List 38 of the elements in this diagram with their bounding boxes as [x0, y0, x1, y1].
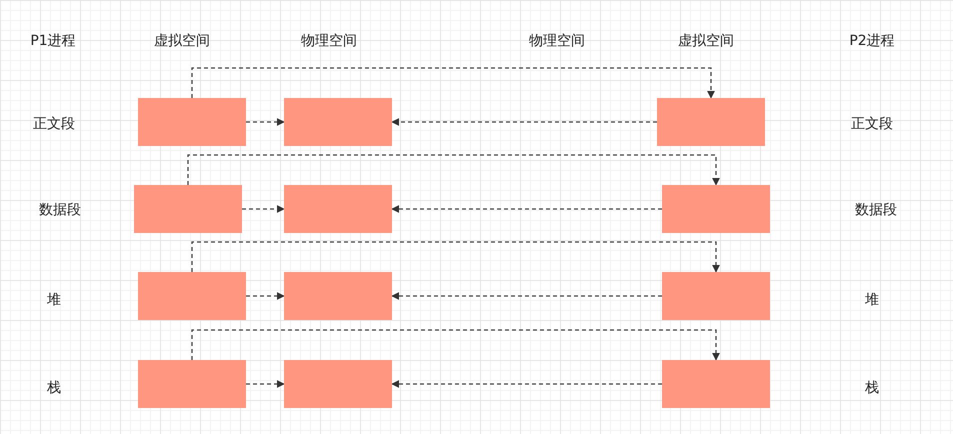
column-header: 虚拟空间 — [678, 32, 734, 50]
dashed-arrow — [191, 241, 720, 273]
row-label: 正文段 — [851, 115, 893, 133]
process-label: P1进程 — [30, 32, 76, 50]
dashed-arrow — [191, 67, 715, 99]
row-label: 数据段 — [39, 201, 81, 219]
memory-block — [138, 98, 246, 146]
dashed-arrow — [246, 292, 285, 300]
column-header: 虚拟空间 — [154, 32, 210, 50]
row-label: 数据段 — [855, 201, 897, 219]
memory-block — [662, 185, 770, 233]
memory-block — [284, 272, 392, 320]
dashed-arrow — [391, 292, 662, 300]
memory-block — [138, 272, 246, 320]
row-label: 正文段 — [33, 115, 75, 133]
dashed-arrow — [191, 329, 720, 361]
row-label: 堆 — [47, 291, 61, 309]
dashed-arrow — [391, 205, 662, 213]
memory-block — [138, 360, 246, 408]
memory-block — [662, 360, 770, 408]
process-label: P2进程 — [849, 32, 895, 50]
dashed-arrow — [246, 380, 285, 388]
memory-block — [284, 98, 392, 146]
memory-block — [284, 360, 392, 408]
memory-block — [134, 185, 242, 233]
dashed-arrow — [391, 380, 662, 388]
memory-block — [284, 185, 392, 233]
dashed-arrow — [391, 118, 657, 126]
dashed-arrow — [187, 154, 720, 186]
memory-block — [657, 98, 765, 146]
memory-block — [662, 272, 770, 320]
row-label: 堆 — [865, 291, 879, 309]
dashed-arrow — [246, 118, 285, 126]
column-header: 物理空间 — [529, 32, 585, 50]
column-header: 物理空间 — [301, 32, 357, 50]
row-label: 栈 — [865, 379, 879, 397]
dashed-arrow — [242, 205, 285, 213]
row-label: 栈 — [47, 379, 61, 397]
